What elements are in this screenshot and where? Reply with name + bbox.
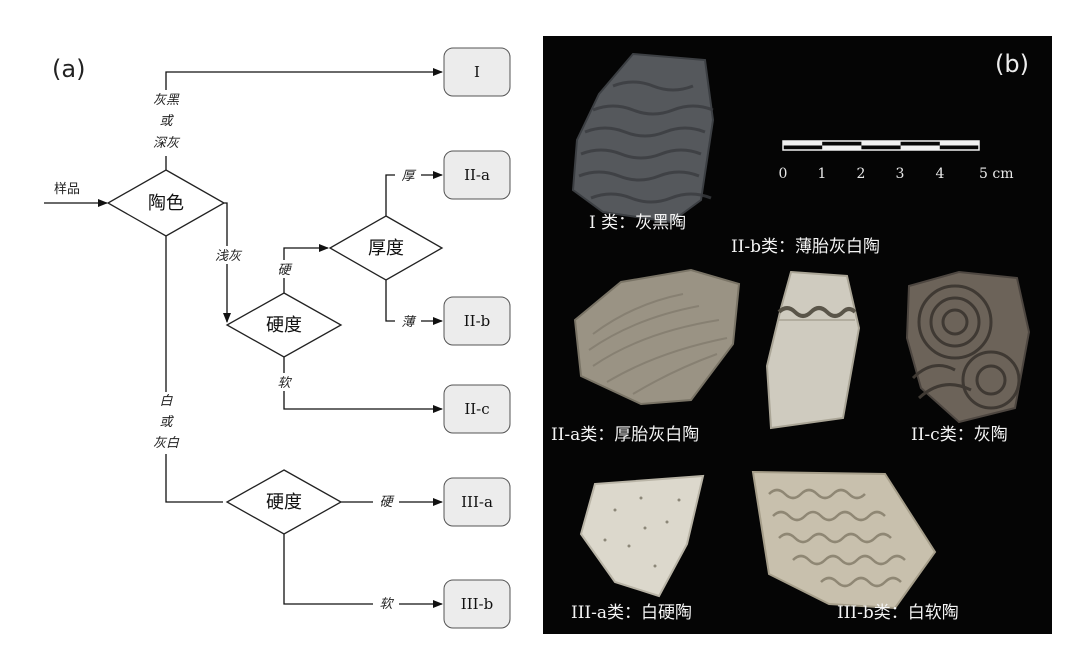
caption-type-IIIa: III-a类：白硬陶 bbox=[571, 603, 693, 623]
class-box-IIIb-label: III-b bbox=[461, 595, 493, 613]
edge-label-dark-2: 或 bbox=[159, 114, 174, 129]
caption-type-IIIb: III-b类：白软陶 bbox=[837, 603, 959, 623]
panel-label-a: (a) bbox=[52, 55, 85, 83]
edge-soft-lower bbox=[283, 533, 443, 608]
class-box-IIIb: III-b bbox=[443, 579, 511, 629]
edge-white bbox=[165, 236, 223, 503]
class-box-IIa: II-a bbox=[443, 150, 511, 200]
flow-edges bbox=[44, 68, 443, 608]
decision-hardness-upper-label: 硬度 bbox=[266, 315, 302, 336]
decision-color-label: 陶色 bbox=[148, 193, 184, 214]
input-label: 样品 bbox=[54, 182, 80, 197]
caption-type-IIb: II-b类：薄胎灰白陶 bbox=[731, 237, 881, 257]
decision-color: 陶色 bbox=[106, 169, 226, 237]
flowchart-panel-a: (a) 样品 灰黑 或 深灰 浅灰 白 或 灰白 硬 软 厚 薄 硬 软 bbox=[44, 47, 511, 629]
panel-label-b: (b) bbox=[995, 50, 1029, 78]
scale-tick-4: 4 bbox=[936, 166, 945, 182]
caption-type-I: I 类：灰黑陶 bbox=[589, 213, 687, 233]
shard-photo-IIIa bbox=[579, 474, 705, 598]
shard-photo-IIb bbox=[765, 270, 861, 430]
edge-label-dark-3: 深灰 bbox=[153, 136, 181, 151]
decision-hardness-lower-label: 硬度 bbox=[266, 492, 302, 513]
class-box-IIc-label: II-c bbox=[464, 400, 489, 418]
decision-hardness-upper: 硬度 bbox=[225, 292, 343, 358]
shard-photo-IIa bbox=[573, 268, 741, 406]
edge-label-thin: 薄 bbox=[401, 315, 416, 330]
shard-photo-I bbox=[571, 52, 715, 224]
edge-label-white-2: 或 bbox=[159, 415, 174, 430]
edge-label-dark-1: 灰黑 bbox=[153, 93, 180, 108]
decision-thickness-label: 厚度 bbox=[368, 238, 404, 259]
class-box-I: I bbox=[443, 47, 511, 97]
edge-label-soft-lower: 软 bbox=[379, 597, 394, 612]
class-box-IIc: II-c bbox=[443, 384, 511, 434]
edge-thin bbox=[385, 280, 443, 325]
edge-soft-upper bbox=[283, 357, 443, 413]
decision-thickness: 厚度 bbox=[328, 215, 444, 281]
class-box-I-label: I bbox=[474, 63, 480, 81]
scale-tick-2: 2 bbox=[857, 166, 866, 182]
edge-label-thick: 厚 bbox=[401, 169, 416, 184]
edge-to-I bbox=[165, 68, 443, 170]
edge-label-white-3: 灰白 bbox=[153, 436, 180, 451]
class-box-IIb-label: II-b bbox=[464, 312, 491, 330]
caption-type-IIc: II-c类：灰陶 bbox=[911, 425, 1008, 445]
class-box-IIIa: III-a bbox=[443, 477, 511, 527]
edge-label-hard-lower: 硬 bbox=[379, 495, 394, 510]
scale-tick-5: 5 cm bbox=[979, 166, 1013, 182]
class-box-IIa-label: II-a bbox=[464, 166, 490, 184]
edge-label-white-1: 白 bbox=[159, 394, 173, 409]
scale-bar: 0 1 2 3 4 5 cm bbox=[779, 140, 1013, 182]
edge-label-soft-upper: 软 bbox=[277, 376, 292, 391]
shard-photo-IIc bbox=[905, 270, 1031, 424]
decision-hardness-lower: 硬度 bbox=[225, 469, 343, 535]
edge-label-light-gray: 浅灰 bbox=[215, 249, 243, 264]
scale-tick-0: 0 bbox=[779, 166, 788, 182]
shard-photo-IIIb bbox=[751, 470, 937, 610]
class-box-IIb: II-b bbox=[443, 296, 511, 346]
class-box-IIIa-label: III-a bbox=[461, 493, 493, 511]
scale-tick-3: 3 bbox=[896, 166, 905, 182]
photo-panel-b: (b) 0 1 2 3 4 5 cm bbox=[543, 36, 1052, 634]
edge-label-hard-upper: 硬 bbox=[277, 263, 292, 278]
caption-type-IIa: II-a类：厚胎灰白陶 bbox=[551, 425, 700, 445]
edge-thick bbox=[385, 171, 443, 216]
scale-tick-1: 1 bbox=[818, 166, 827, 182]
